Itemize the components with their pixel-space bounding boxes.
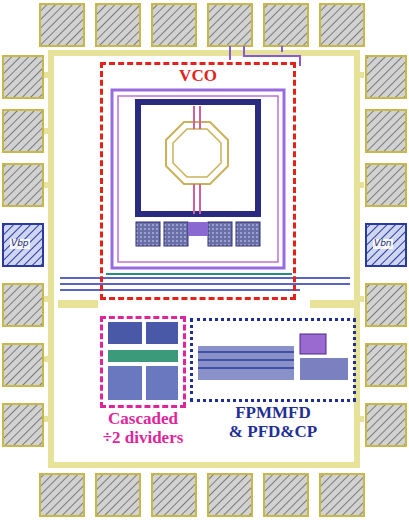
guard-ring xyxy=(118,96,278,262)
metal-strip xyxy=(48,50,54,468)
transistor-cell xyxy=(136,222,160,246)
block-region: Cascaded ÷2 dividers xyxy=(100,316,186,408)
bond-pad xyxy=(3,110,43,152)
bond-pad xyxy=(366,56,406,98)
transistor-cell xyxy=(164,222,188,246)
bond-pad xyxy=(366,224,406,266)
divider-cell xyxy=(146,366,178,400)
block-title: FPMMFD & PFD&CP xyxy=(226,404,320,441)
charge-pump-cell xyxy=(300,334,326,354)
metal-strip xyxy=(44,296,54,302)
bond-pad xyxy=(152,474,196,516)
bond-pad xyxy=(366,164,406,206)
bond-pad xyxy=(3,284,43,326)
bond-pad xyxy=(366,404,406,446)
bond-pad xyxy=(208,4,252,46)
metal-strip xyxy=(48,462,360,468)
metal-strip xyxy=(58,300,98,308)
bond-pad xyxy=(264,4,308,46)
bond-pad xyxy=(208,474,252,516)
inductor-symbol xyxy=(173,129,221,177)
bond-pad xyxy=(3,56,43,98)
bond-pad xyxy=(320,4,364,46)
bond-pad xyxy=(320,474,364,516)
bond-pad xyxy=(96,4,140,46)
charge-pump-cell xyxy=(300,358,348,380)
metal-strip xyxy=(48,50,360,56)
pads xyxy=(3,4,406,516)
bond-pad xyxy=(40,474,84,516)
bond-pad xyxy=(40,4,84,46)
divider-cell xyxy=(108,322,142,344)
metal-strip xyxy=(354,182,364,188)
metal-strip xyxy=(354,72,364,78)
block-region: FPMMFD & PFD&CP xyxy=(190,318,356,402)
metal-strip xyxy=(310,300,354,308)
divider-cell xyxy=(146,322,178,344)
routing-metal xyxy=(44,50,364,468)
transistor-cell xyxy=(208,222,232,246)
bond-pad xyxy=(3,164,43,206)
bond-pad xyxy=(366,110,406,152)
pin-name: Vbp xyxy=(10,239,30,249)
bond-pad xyxy=(3,224,43,266)
pfd-layout xyxy=(198,334,348,380)
block-title: VCO xyxy=(136,67,260,86)
logic-row xyxy=(198,352,294,368)
inductor-lead xyxy=(194,106,200,214)
bond-pad xyxy=(96,474,140,516)
metal-strip xyxy=(44,182,54,188)
varactor-cell xyxy=(188,222,208,236)
metal-strip xyxy=(354,50,360,468)
bond-pad xyxy=(366,284,406,326)
bond-pad xyxy=(3,404,43,446)
logic-cell xyxy=(198,346,294,380)
transistor-cell xyxy=(236,222,260,246)
vco-layout xyxy=(60,46,350,290)
block-region: VCO xyxy=(100,62,296,300)
bond-pad xyxy=(3,344,43,386)
bond-pad xyxy=(152,4,196,46)
metal-strip xyxy=(44,416,54,422)
block-title: Cascaded ÷2 dividers xyxy=(97,410,189,447)
bias-line xyxy=(60,278,350,290)
metal-strip xyxy=(354,416,364,422)
pin-name: Vbn xyxy=(373,239,393,249)
divider-cell xyxy=(108,366,142,400)
bond-pad xyxy=(264,474,308,516)
metal-strip xyxy=(44,72,54,78)
inductor-shield xyxy=(138,102,258,214)
divider-cell xyxy=(108,350,178,362)
divider-layout xyxy=(108,322,178,400)
metal-strip xyxy=(44,128,54,134)
bond-pad xyxy=(366,344,406,386)
inductor-symbol xyxy=(166,122,228,184)
metal-strip xyxy=(44,356,54,362)
bias-line xyxy=(106,273,292,275)
metal-strip xyxy=(354,296,364,302)
guard-ring xyxy=(112,90,284,268)
